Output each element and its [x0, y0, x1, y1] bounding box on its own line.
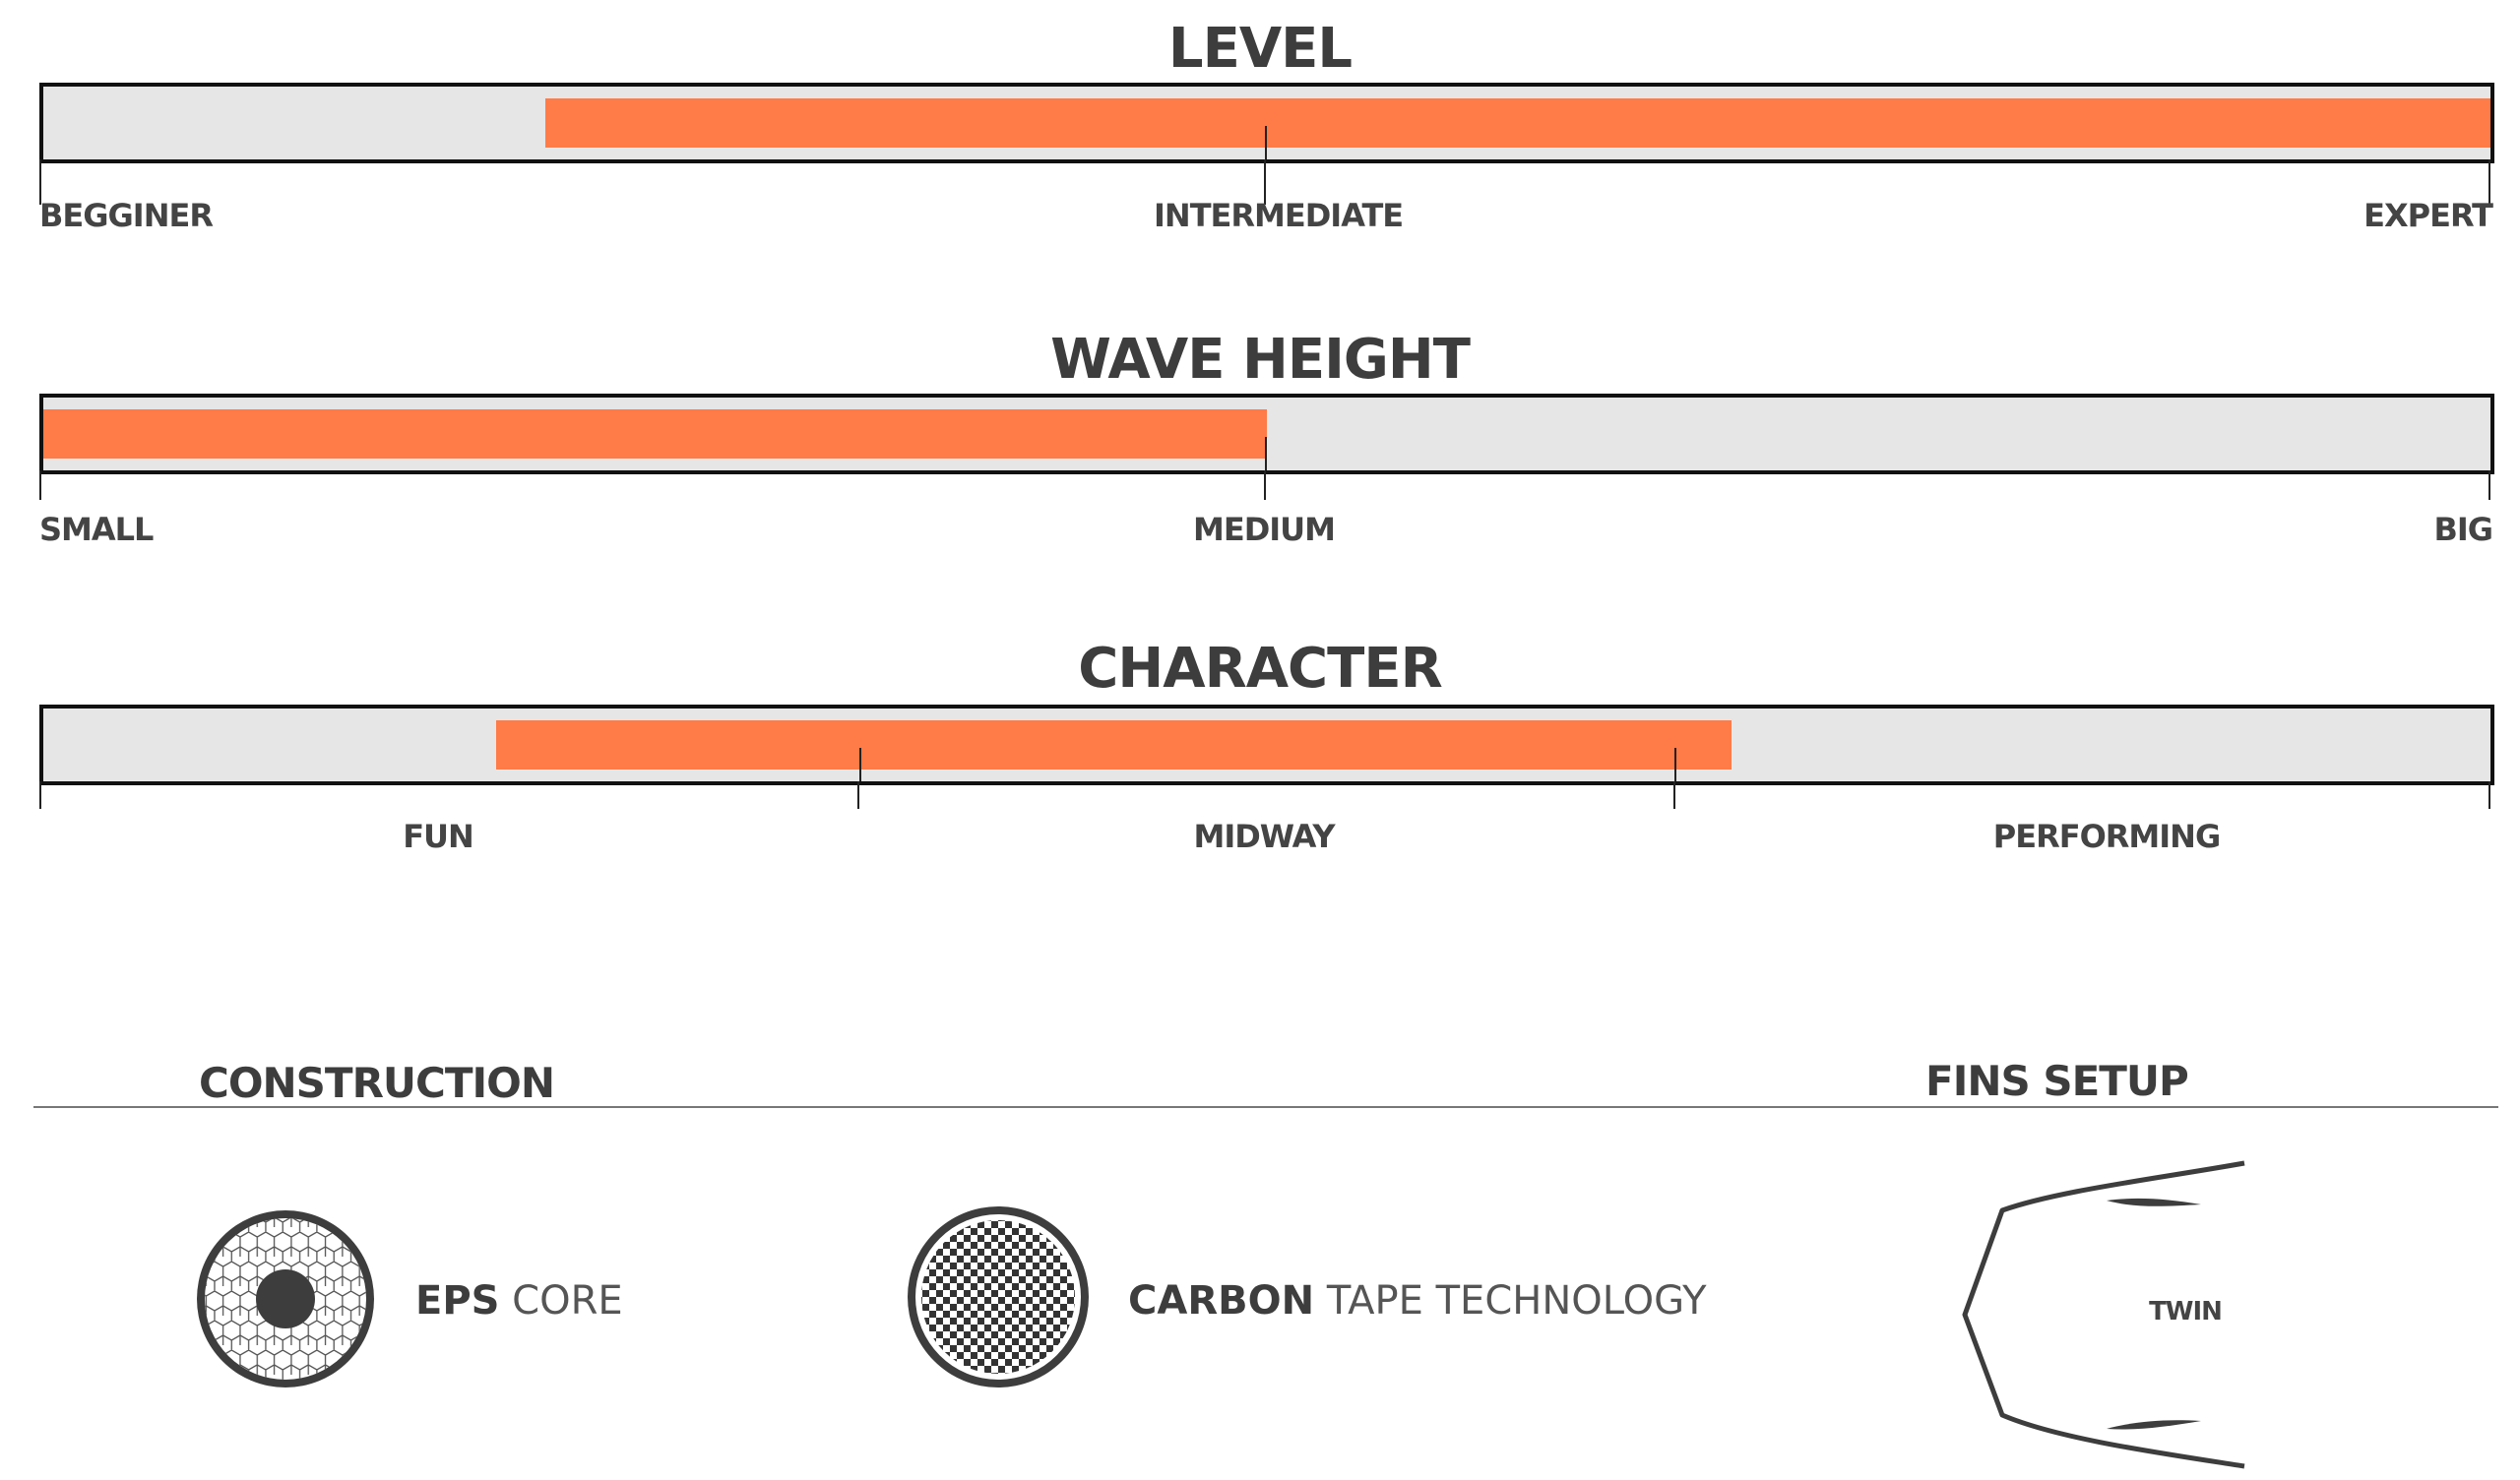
wave-height-track [39, 394, 2494, 474]
carbon-tape-label-light: TAPE TECHNOLOGY [1326, 1278, 1707, 1324]
level-end-tick [2488, 159, 2490, 205]
level-center-tick [1264, 159, 1266, 205]
fins-setup-title: FINS SETUP [1925, 1057, 2189, 1105]
character-track [39, 705, 2494, 785]
eps-core-label-light: CORE [512, 1278, 623, 1324]
wave-height-fill [43, 409, 1267, 459]
level-fill [545, 98, 2490, 148]
eps-core-icon [197, 1210, 374, 1388]
character-two-thirds-tick [1673, 781, 1675, 809]
character-label-mid: MIDWAY [1193, 818, 1335, 855]
carbon-tape-icon [908, 1206, 1089, 1388]
character-label-end: PERFORMING [1992, 818, 2221, 855]
carbon-tape-label: CARBON TAPE TECHNOLOGY [1128, 1281, 1707, 1321]
construction-title: CONSTRUCTION [199, 1059, 555, 1107]
level-label-start: BEGGINER [39, 197, 214, 234]
level-track [39, 83, 2494, 163]
wave-height-label-mid: MEDIUM [1193, 511, 1336, 548]
eps-core-label: EPS CORE [415, 1281, 623, 1321]
level-label-end: EXPERT [2363, 197, 2493, 234]
character-label-start: FUN [403, 818, 474, 855]
fin-bottom-icon [2107, 1420, 2201, 1430]
character-tick-2 [1674, 748, 1676, 781]
level-label-mid: INTERMEDIATE [1154, 197, 1404, 234]
board-tail-icon [1962, 1160, 2245, 1469]
character-fill [496, 720, 1732, 770]
character-tick-1 [859, 748, 861, 781]
level-start-tick [39, 159, 41, 205]
fin-top-icon [2107, 1198, 2201, 1206]
section-divider [33, 1106, 2498, 1108]
wave-height-end-tick [2488, 470, 2490, 500]
eps-core-label-bold: EPS [415, 1278, 500, 1324]
carbon-tape-label-bold: CARBON [1128, 1278, 1315, 1324]
character-title: CHARACTER [1078, 637, 1442, 701]
wave-height-label-end: BIG [2433, 511, 2493, 548]
wave-height-label-start: SMALL [39, 511, 154, 548]
character-third-tick [857, 781, 859, 809]
wave-height-center-tick [1264, 470, 1266, 500]
wave-height-start-tick [39, 470, 41, 500]
fins-setup-label: TWIN [2149, 1297, 2223, 1326]
wave-height-title: WAVE HEIGHT [1050, 328, 1471, 392]
character-end-tick [2488, 781, 2490, 809]
level-title: LEVEL [1167, 17, 1353, 81]
character-start-tick [39, 781, 41, 809]
wave-height-mid-tick [1265, 437, 1267, 470]
level-mid-tick [1265, 126, 1267, 159]
